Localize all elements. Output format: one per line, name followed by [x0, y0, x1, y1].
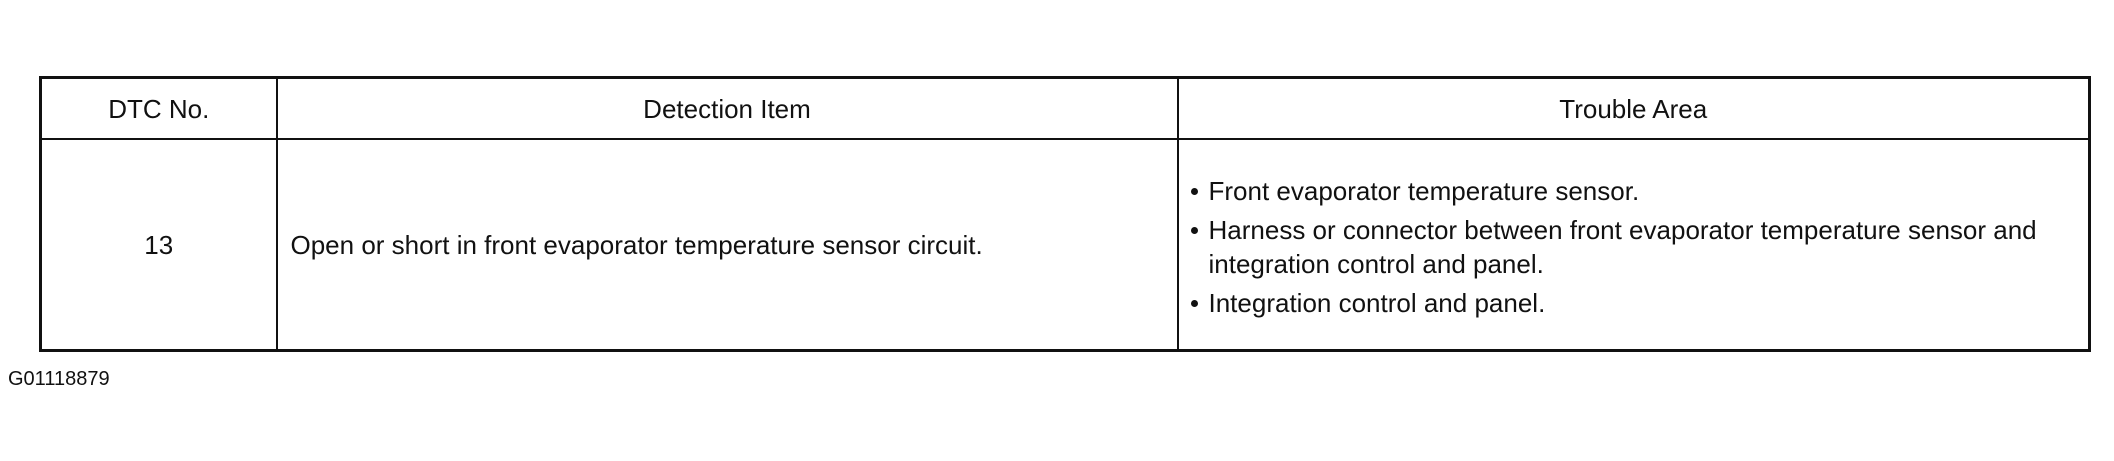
- trouble-area-text: Front evaporator temperature sensor.: [1208, 175, 1640, 206]
- cell-detection-item: Open or short in front evaporator temper…: [275, 138, 1179, 352]
- bullet-icon: [1190, 299, 1198, 307]
- list-item: Harness or connector between front evapo…: [1189, 213, 2089, 281]
- bullet-icon: [1190, 226, 1198, 234]
- cell-trouble-area: Front evaporator temperature sensor. Har…: [1176, 138, 2091, 352]
- header-row: DTC No. Detection Item Trouble Area: [39, 76, 2091, 140]
- list-item: Integration control and panel.: [1189, 286, 2089, 320]
- table-row: 13 Open or short in front evaporator tem…: [39, 138, 2091, 352]
- figure-code: G01118879: [8, 368, 110, 390]
- trouble-area-text: Harness or connector between front evapo…: [1208, 214, 2037, 279]
- bullet-icon: [1190, 187, 1198, 195]
- header-detection-item: Detection Item: [275, 76, 1179, 140]
- dtc-table: DTC No. Detection Item Trouble Area 13 O…: [39, 76, 2091, 352]
- table-body: 13 Open or short in front evaporator tem…: [39, 138, 2091, 352]
- list-item: Front evaporator temperature sensor.: [1189, 174, 2089, 208]
- trouble-area-text: Integration control and panel.: [1208, 287, 1546, 318]
- cell-dtc-no: 13: [39, 138, 278, 352]
- trouble-area-list: Front evaporator temperature sensor. Har…: [1189, 174, 2089, 320]
- header-trouble-area: Trouble Area: [1176, 76, 2091, 140]
- table-header: DTC No. Detection Item Trouble Area: [39, 76, 2091, 140]
- header-dtc-no: DTC No.: [39, 76, 278, 140]
